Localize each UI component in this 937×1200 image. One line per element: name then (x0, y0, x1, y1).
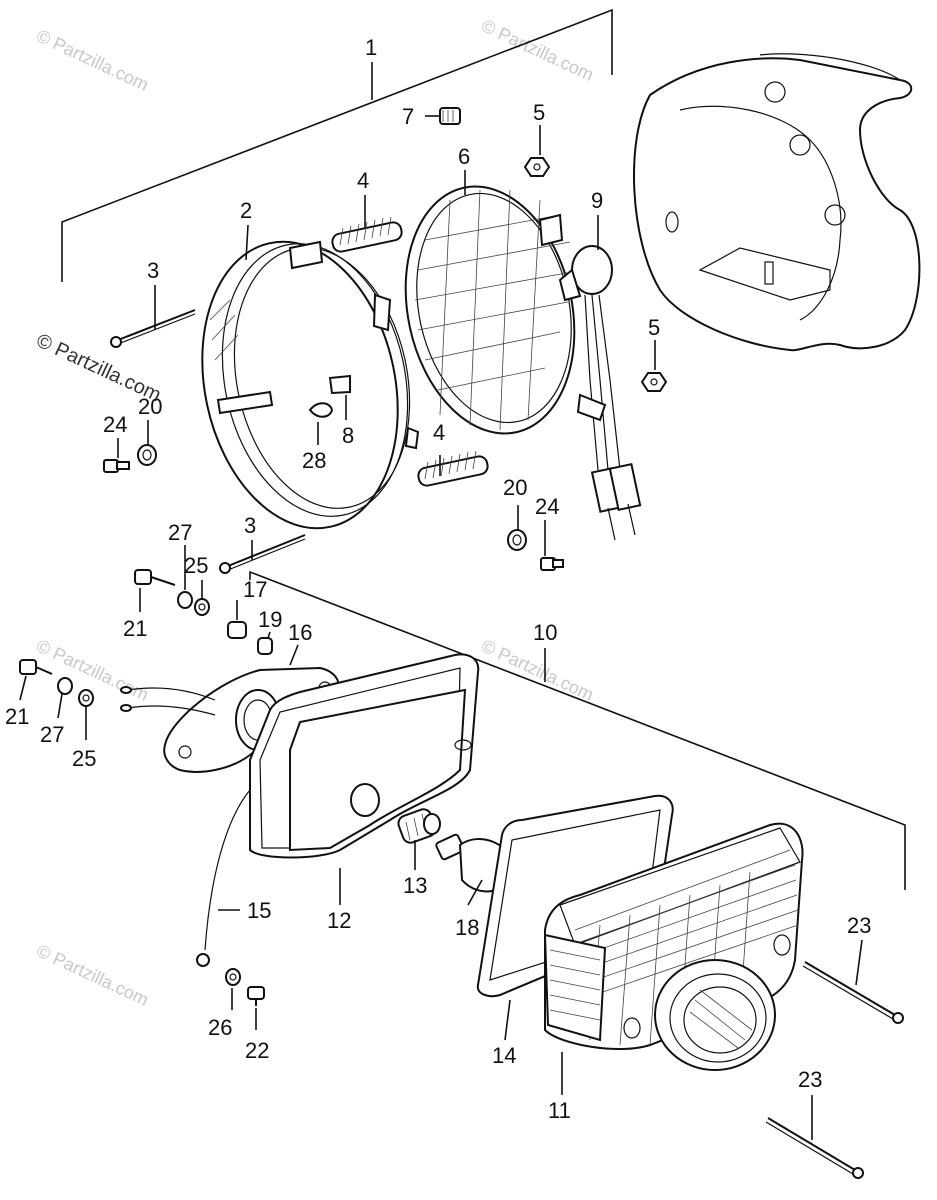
spring-upper (331, 216, 403, 253)
washer-20-right (507, 529, 527, 551)
bolt-7 (439, 107, 461, 125)
callout-27-lower: 27 (40, 722, 64, 747)
watermark-text: © Partzilla.com (478, 635, 596, 704)
callout-23-lower: 23 (798, 1067, 822, 1092)
watermark-text: © Partzilla.com (33, 25, 151, 94)
callouts: 1 2 3 3 4 4 5 5 6 7 8 9 10 11 12 13 14 1… (5, 35, 871, 1123)
callout-26: 26 (208, 1015, 232, 1040)
callout-18: 18 (455, 915, 479, 940)
assembly-bracket-1 (61, 8, 613, 282)
callout-25-upper: 25 (184, 553, 208, 578)
watermark-text: © Partzilla.com (478, 15, 596, 84)
callout-7: 7 (402, 104, 414, 129)
screw-23-lower (765, 1117, 864, 1179)
callout-3-upper: 3 (147, 258, 159, 283)
screw-22 (247, 986, 265, 1006)
nut-5-lower (640, 372, 668, 392)
screw-3-upper (110, 309, 196, 348)
bulb-socket (558, 245, 642, 541)
watermark-text: © Partzilla.com (33, 940, 151, 1009)
washer-25-lower (78, 689, 94, 707)
callout-9: 9 (591, 188, 603, 213)
callout-1: 1 (365, 35, 377, 60)
callout-5-upper: 5 (533, 100, 545, 125)
washer-26 (225, 968, 241, 986)
bolt-21-lower (19, 659, 53, 675)
callout-20-right: 20 (503, 475, 527, 500)
callout-10: 10 (533, 620, 557, 645)
callout-3-lower: 3 (244, 513, 256, 538)
spring-lower (417, 450, 489, 487)
assembly-bracket-10 (249, 570, 906, 890)
taillight-wires (120, 686, 216, 716)
callout-21-upper: 21 (123, 616, 147, 641)
callout-4-upper: 4 (357, 168, 369, 193)
headlight-rim (201, 240, 420, 530)
clip-8 (308, 402, 334, 418)
socket-13 (397, 808, 441, 844)
leader-lines (19, 115, 863, 1140)
callout-11: 11 (548, 1098, 571, 1123)
callout-13: 13 (403, 873, 427, 898)
bolt-21-upper (134, 569, 176, 586)
callout-20-left: 20 (138, 394, 162, 419)
callout-23-upper: 23 (847, 913, 871, 938)
screw-24-left (103, 459, 130, 473)
screw-3-lower (219, 534, 306, 574)
washer-20-left (137, 444, 157, 466)
washer-27-lower (57, 677, 73, 695)
washer-25-upper (194, 598, 210, 616)
callout-24-left: 24 (103, 412, 127, 437)
callout-5-lower: 5 (648, 315, 660, 340)
ground-wire (196, 789, 251, 967)
callout-12: 12 (327, 908, 351, 933)
callout-19: 19 (258, 607, 282, 632)
callout-22: 22 (245, 1038, 269, 1063)
screw-24-right (540, 557, 564, 571)
taillight-base (249, 653, 480, 859)
callout-17: 17 (243, 577, 267, 602)
callout-24-right: 24 (535, 494, 559, 519)
washer-27-upper (177, 591, 193, 609)
callout-6: 6 (458, 144, 470, 169)
callout-25-lower: 25 (72, 746, 96, 771)
collar-17 (227, 621, 247, 639)
tail-lens (543, 822, 804, 1071)
screw-23-upper (802, 961, 904, 1024)
callout-16: 16 (288, 620, 312, 645)
callout-14: 14 (492, 1043, 516, 1068)
callout-27-upper: 27 (168, 520, 192, 545)
callout-28: 28 (302, 448, 326, 473)
callout-8: 8 (342, 423, 354, 448)
headlight-case (633, 53, 921, 352)
callout-4-lower: 4 (433, 420, 445, 445)
sealed-beam (404, 185, 576, 435)
callout-15: 15 (247, 898, 271, 923)
collar-19 (257, 637, 273, 655)
callout-21-lower: 21 (5, 704, 29, 729)
callout-2: 2 (240, 198, 252, 223)
nut-5-upper (523, 157, 551, 177)
